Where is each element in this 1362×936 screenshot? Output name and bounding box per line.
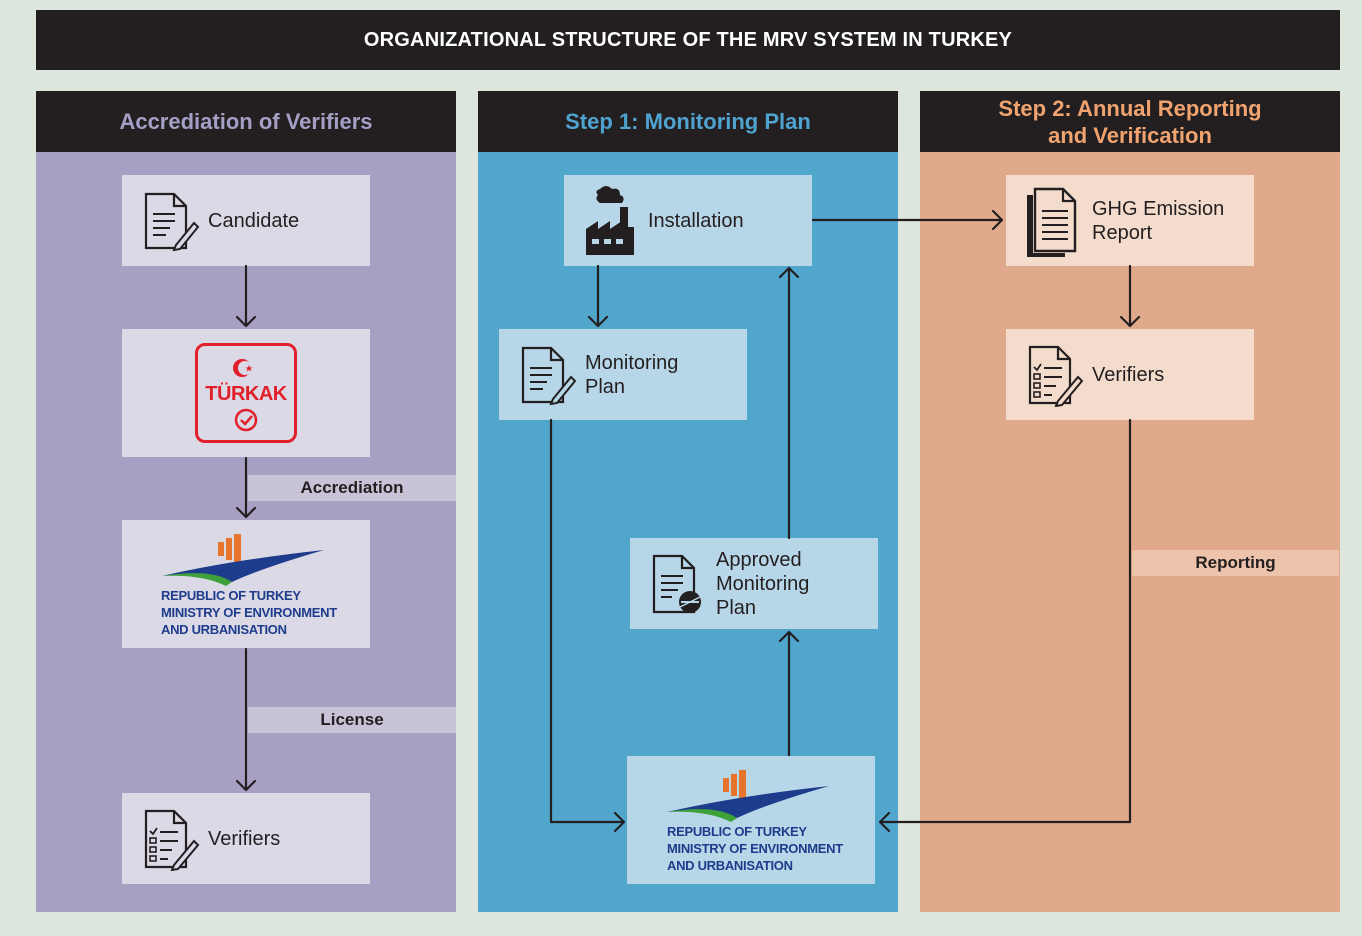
monitoring-plan-label: Monitoring Plan — [585, 351, 679, 398]
ministry-node-monitoring: REPUBLIC OF TURKEY MINISTRY OF ENVIRONME… — [627, 756, 875, 884]
verifiers-label-reporting: Verifiers — [1092, 363, 1165, 386]
verifiers-label-accreditation: Verifiers — [208, 827, 281, 850]
reporting-band: Reporting — [1132, 550, 1339, 576]
ministry-logo — [667, 770, 829, 822]
installation-label: Installation — [648, 209, 744, 232]
license-band: License — [248, 707, 456, 733]
ghg-emission-report-label: GHG Emission Report — [1092, 197, 1225, 244]
column-accreditation: Accrediation of Verifiers Candidate — [36, 91, 456, 912]
approved-monitoring-plan-label: Approved Monitoring Plan — [716, 548, 810, 619]
verifiers-node-reporting: Verifiers — [1006, 329, 1254, 420]
document-pen-icon — [509, 340, 585, 410]
document-pen-icon — [132, 186, 208, 256]
column-annual-reporting: Step 2: Annual Reporting and Verificatio… — [920, 91, 1340, 912]
turkak-node: TÜRKAK — [122, 329, 370, 457]
column-heading-annual-reporting: Step 2: Annual Reporting and Verificatio… — [920, 91, 1340, 152]
diagram-title: ORGANIZATIONAL STRUCTURE OF THE MRV SYST… — [36, 10, 1340, 70]
monitoring-plan-node: Monitoring Plan — [499, 329, 747, 420]
ministry-label-monitoring: REPUBLIC OF TURKEY MINISTRY OF ENVIRONME… — [667, 824, 843, 873]
checklist-pen-icon — [132, 804, 208, 874]
checklist-pen-icon — [1016, 340, 1092, 410]
turkak-wordmark: TÜRKAK — [205, 383, 287, 405]
verifiers-node-accreditation: Verifiers — [122, 793, 370, 884]
ministry-node-accreditation: REPUBLIC OF TURKEY MINISTRY OF ENVIRONME… — [122, 520, 370, 648]
turkak-crescent-icon — [233, 359, 258, 432]
candidate-node: Candidate — [122, 175, 370, 266]
column-monitoring-plan: Step 1: Monitoring Plan Installation — [478, 91, 898, 912]
factory-icon — [572, 181, 648, 261]
approved-monitoring-plan-node: Approved Monitoring Plan — [630, 538, 878, 629]
turkak-logo: TÜRKAK — [195, 343, 297, 443]
document-stack-icon — [1014, 181, 1092, 261]
ministry-logo — [162, 534, 324, 586]
installation-node: Installation — [564, 175, 812, 266]
candidate-label: Candidate — [208, 209, 300, 232]
ghg-emission-report-node: GHG Emission Report — [1006, 175, 1254, 266]
column-heading-monitoring-plan: Step 1: Monitoring Plan — [478, 91, 898, 152]
column-heading-accreditation: Accrediation of Verifiers — [36, 91, 456, 152]
ministry-label-accreditation: REPUBLIC OF TURKEY MINISTRY OF ENVIRONME… — [161, 588, 337, 637]
accreditation-band: Accrediation — [248, 475, 456, 501]
document-stamp-icon — [640, 549, 716, 619]
